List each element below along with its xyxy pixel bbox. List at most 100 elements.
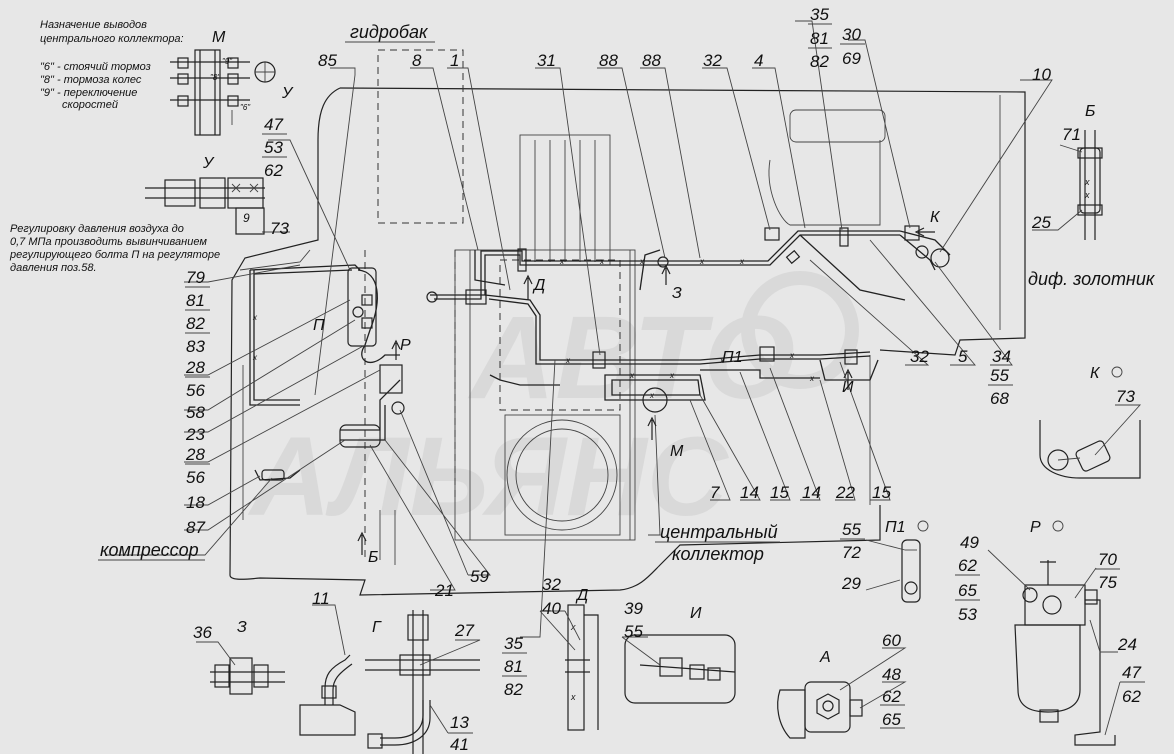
view-u-title: У bbox=[202, 155, 215, 172]
view-circles bbox=[917, 366, 1123, 532]
hydrotank-outline bbox=[377, 49, 464, 224]
inset-mark-9: "9" bbox=[222, 57, 233, 66]
note-output-8: "8" - тормоза колес bbox=[40, 74, 142, 86]
callout-28a: 28 bbox=[185, 358, 205, 377]
inset-mark-8: "8" bbox=[210, 73, 221, 82]
inset-view-b: x x bbox=[1077, 130, 1103, 240]
callout-5: 5 bbox=[958, 347, 968, 366]
inset-leaders bbox=[196, 144, 1142, 736]
fittings bbox=[261, 225, 950, 481]
inset-view-p1 bbox=[901, 539, 921, 603]
callout-58: 58 bbox=[186, 403, 205, 422]
callout-85: 85 bbox=[318, 51, 337, 70]
callout-14a: 14 bbox=[740, 483, 759, 502]
callout-55a: 55 bbox=[990, 366, 1009, 385]
inset-view-z bbox=[210, 657, 285, 695]
callout-53a: 53 bbox=[264, 138, 283, 157]
callout-4: 4 bbox=[754, 51, 763, 70]
callout-23: 23 bbox=[185, 425, 205, 444]
callout-25: 25 bbox=[1031, 213, 1051, 232]
view-k-title: К bbox=[1090, 365, 1101, 382]
callout-72: 72 bbox=[842, 543, 861, 562]
callout-41: 41 bbox=[450, 735, 469, 754]
note-output-9a: "9" - переключение bbox=[40, 87, 137, 99]
watermark-line1: АВТО bbox=[467, 292, 795, 424]
callout-73a: 73 bbox=[270, 219, 289, 238]
fraction-bars bbox=[185, 23, 1145, 734]
label-compressor: компрессор bbox=[100, 540, 199, 560]
view-p1-arrow-label: П1 bbox=[722, 349, 743, 366]
label-central-2: коллектор bbox=[672, 544, 764, 564]
view-letters: М У У Д З П Р П1 И М К Б Б К П1 Р З Г Д … bbox=[202, 29, 1101, 666]
svg-text:x: x bbox=[719, 356, 725, 365]
callout-62b: 62 bbox=[958, 556, 977, 575]
valve-p bbox=[379, 364, 403, 394]
callout-88b: 88 bbox=[642, 51, 661, 70]
callout-82c: 82 bbox=[504, 680, 523, 699]
compressor-unit bbox=[339, 424, 381, 448]
diff-valve-body bbox=[930, 248, 950, 268]
callout-87: 87 bbox=[186, 518, 205, 537]
vehicle-outline bbox=[229, 87, 1026, 596]
svg-text:x: x bbox=[252, 313, 258, 322]
leader-lines bbox=[105, 20, 1053, 638]
view-k-arrow-label: К bbox=[930, 209, 941, 226]
callout-62d: 62 bbox=[882, 687, 901, 706]
callout-7: 7 bbox=[710, 483, 720, 502]
view-d-arrow-label: Д bbox=[532, 277, 545, 294]
svg-text:x: x bbox=[570, 692, 576, 702]
inset-view-r bbox=[1014, 560, 1116, 746]
svg-text:x: x bbox=[599, 257, 605, 266]
svg-text:x: x bbox=[809, 374, 815, 383]
note-pressure-3: регулирующего болта П на регуляторе bbox=[9, 249, 220, 261]
callout-47b: 47 bbox=[1122, 663, 1141, 682]
callout-35a: 35 bbox=[810, 5, 829, 24]
watermark: АВТО АЛЬЯНС bbox=[247, 271, 859, 539]
inset-view-m bbox=[170, 49, 276, 136]
callout-73b: 73 bbox=[1116, 387, 1135, 406]
callout-70: 70 bbox=[1098, 550, 1117, 569]
inset-view-u bbox=[145, 177, 265, 235]
central-collector-body bbox=[642, 387, 668, 413]
note-outputs-title-2: центрального коллектора: bbox=[40, 33, 184, 45]
callout-82a: 82 bbox=[810, 52, 829, 71]
callout-55c: 55 bbox=[624, 622, 643, 641]
label-central-1: центральный bbox=[660, 522, 778, 542]
callout-65a: 65 bbox=[958, 581, 977, 600]
callout-82b: 82 bbox=[186, 314, 205, 333]
callout-88a: 88 bbox=[599, 51, 618, 70]
svg-text:x: x bbox=[669, 371, 675, 380]
callout-21: 21 bbox=[434, 581, 454, 600]
callout-81b: 81 bbox=[186, 291, 205, 310]
callout-40: 40 bbox=[542, 599, 561, 618]
callout-10: 10 bbox=[1032, 65, 1051, 84]
view-p1-title: П1 bbox=[885, 519, 906, 536]
callout-30: 30 bbox=[842, 25, 861, 44]
view-m-title: М bbox=[212, 29, 226, 46]
inset-view-a bbox=[777, 681, 863, 739]
svg-text:x: x bbox=[629, 371, 635, 380]
callout-56b: 56 bbox=[186, 468, 205, 487]
view-i-title: И bbox=[690, 605, 702, 622]
callout-69a: 69 bbox=[842, 49, 861, 68]
svg-text:x: x bbox=[639, 257, 645, 266]
view-z-title: З bbox=[237, 619, 247, 636]
callout-48: 48 bbox=[882, 665, 901, 684]
svg-text:x: x bbox=[789, 351, 795, 360]
label-hydrotank: гидробак bbox=[350, 22, 429, 42]
view-arrows bbox=[357, 227, 935, 555]
svg-text:x: x bbox=[649, 391, 655, 400]
svg-text:x: x bbox=[565, 356, 571, 365]
note-output-9b: скоростей bbox=[62, 99, 118, 111]
callout-34: 34 bbox=[992, 347, 1011, 366]
svg-text:x: x bbox=[1084, 190, 1090, 200]
callout-53b: 53 bbox=[958, 605, 977, 624]
callout-62c: 62 bbox=[1122, 687, 1141, 706]
callout-11: 11 bbox=[312, 589, 330, 608]
callout-59: 59 bbox=[470, 567, 489, 586]
view-d-title: Д bbox=[575, 587, 588, 604]
callout-62a: 62 bbox=[264, 161, 283, 180]
callout-15b: 15 bbox=[872, 483, 891, 502]
